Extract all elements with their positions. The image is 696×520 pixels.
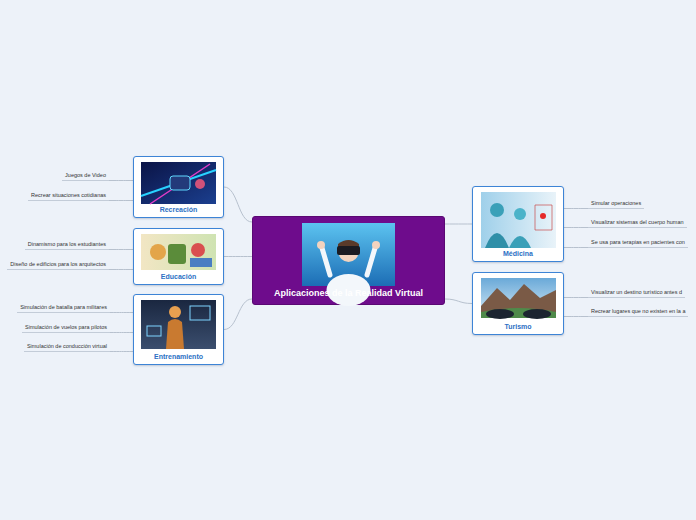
leaf-topic: Simulación de vuelos para pilotos xyxy=(22,324,110,333)
branch-connector xyxy=(110,332,133,333)
leaf-label: Dinamismo para los estudiantes xyxy=(28,241,106,248)
leaf-topic: Visualizar sistemas del cuerpo human xyxy=(588,219,687,228)
branch-connector xyxy=(564,247,588,248)
leaf-topic: Dinamismo para los estudiantes xyxy=(25,241,109,250)
leaf-topic: Se usa para terapias en pacientes con xyxy=(588,239,688,248)
branch-connector xyxy=(564,208,588,209)
central-topic: Aplicaciones de la Realidad Virtual xyxy=(252,216,445,305)
branch-box: Médicina xyxy=(472,186,564,262)
leaf-label: Simulación de vuelos para pilotos xyxy=(25,324,107,331)
leaf-topic: Juegos de Video xyxy=(62,172,109,181)
leaf-label: Diseño de edificios para los arquitectos xyxy=(10,261,106,268)
node-label: Turismo xyxy=(475,322,561,331)
leaf-topic: Diseño de edificios para los arquitectos xyxy=(7,261,109,270)
leaf-label: Recrear lugares que no existen en la a xyxy=(591,308,685,315)
leaf-label: Visualizar un destino turístico antes d xyxy=(591,289,682,296)
branch-box: Recreación xyxy=(133,156,224,218)
branch-connector xyxy=(224,256,252,257)
leaf-label: Recrear situaciones cotidianas xyxy=(31,192,106,199)
vr-photo xyxy=(302,223,395,306)
leaf-topic: Simulación de conducción virtual xyxy=(24,343,110,352)
branch-connector xyxy=(109,180,133,181)
tourism-photo xyxy=(481,278,556,319)
branch-connector xyxy=(110,351,133,352)
node-label: Aplicaciones de la Realidad Virtual xyxy=(255,288,442,299)
training-photo xyxy=(141,300,216,349)
branch-box: Entrenamiento xyxy=(133,294,224,365)
branch-connector xyxy=(564,297,588,298)
node-label: Recreación xyxy=(136,205,221,214)
leaf-label: Simular operaciones xyxy=(591,200,641,207)
branch-box: Educación xyxy=(133,228,224,285)
node-label: Entrenamiento xyxy=(136,352,221,361)
branch-connector xyxy=(224,299,252,330)
node-label: Educación xyxy=(136,272,221,281)
branch-connector xyxy=(564,316,588,317)
branch-connector xyxy=(445,224,472,225)
leaf-topic: Recrear situaciones cotidianas xyxy=(28,192,109,201)
education-photo xyxy=(141,234,216,270)
leaf-label: Se usa para terapias en pacientes con xyxy=(591,239,685,246)
medicine-photo xyxy=(481,192,556,248)
branch-connector xyxy=(109,200,133,201)
branch-connector xyxy=(109,269,133,270)
leaf-topic: Simular operaciones xyxy=(588,200,644,209)
leaf-label: Simulación de batalla para militares xyxy=(20,304,107,311)
leaf-topic: Simulación de batalla para militares xyxy=(17,304,110,313)
leaf-label: Juegos de Video xyxy=(65,172,106,179)
leaf-label: Visualizar sistemas del cuerpo human xyxy=(591,219,684,226)
node-label: Médicina xyxy=(475,249,561,258)
branch-connector xyxy=(110,312,133,313)
branch-connector xyxy=(109,249,133,250)
branch-box: Turismo xyxy=(472,272,564,335)
leaf-topic: Recrear lugares que no existen en la a xyxy=(588,308,688,317)
branch-connector xyxy=(564,227,588,228)
leaf-topic: Visualizar un destino turístico antes d xyxy=(588,289,685,298)
games-photo xyxy=(141,162,216,204)
leaf-label: Simulación de conducción virtual xyxy=(27,343,107,350)
branch-connector xyxy=(445,299,472,304)
branch-connector xyxy=(224,187,252,222)
